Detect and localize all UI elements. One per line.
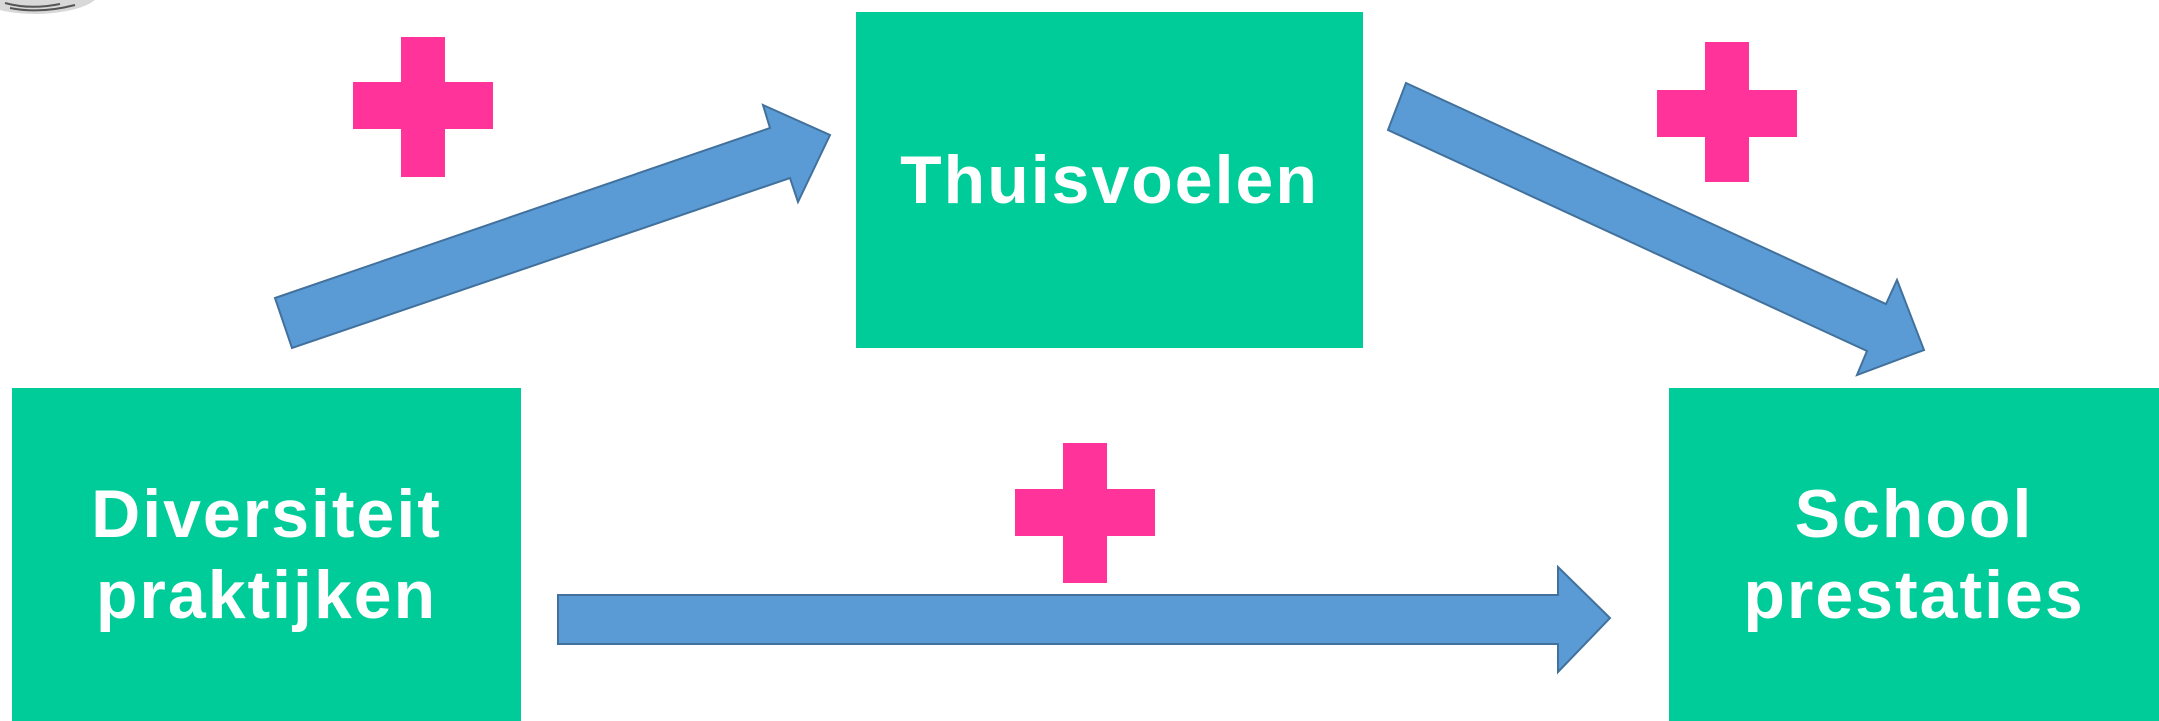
plus-sign-diversity-to-performance [1015,443,1155,583]
plus-sign-diversity-to-belonging [353,37,493,177]
node-belonging: Thuisvoelen [856,12,1363,348]
node-belonging-label: Thuisvoelen [900,141,1319,218]
node-box-belonging [856,12,1363,348]
node-box-diversity [12,388,521,721]
node-performance: School prestaties [1669,388,2159,721]
edge-arrow-diversity-to-belonging [273,103,832,350]
node-performance-line1: School [1794,476,2034,553]
edge-arrow-belonging-to-performance [1386,81,1926,377]
edge-arrow-diversity-to-performance [557,564,1612,675]
node-diversity: Diversiteit praktijken [12,388,521,721]
corner-logo-fragment [0,0,95,14]
node-performance-line2: prestaties [1743,556,2085,633]
plus-sign-belonging-to-performance [1657,42,1797,182]
node-box-performance [1669,388,2159,721]
node-diversity-line1: Diversiteit [91,476,442,553]
node-diversity-line2: praktijken [95,556,438,633]
